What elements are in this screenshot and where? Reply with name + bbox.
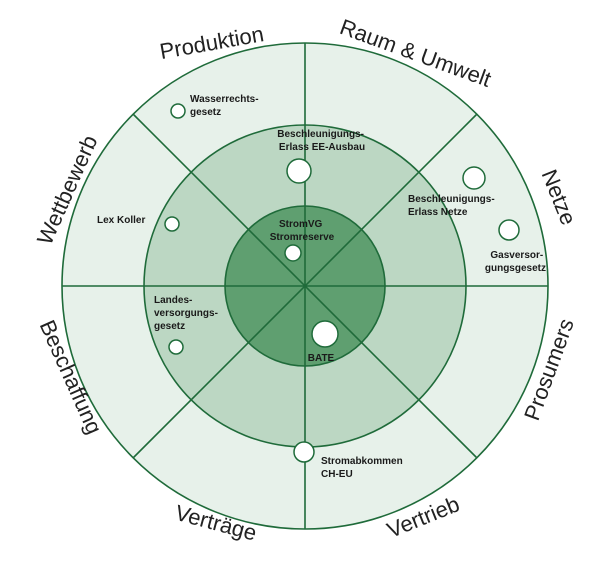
label-lex-koller: Lex Koller: [97, 215, 145, 226]
label-beschleunigungserlass-netze: Beschleunigungs- Erlass Netze: [408, 194, 497, 218]
dot-beschleunigungserlass-netze: [462, 166, 486, 190]
label-wasserrechtsgesetz: Wasserrechts- gesetz: [190, 94, 261, 118]
dot-gasversorgungsgesetz: [498, 219, 520, 241]
dot-beschleunigungserlass-ee: [286, 158, 312, 184]
dot-stromvg: [284, 244, 302, 262]
sector-label-netze: Netze: [537, 166, 582, 229]
dot-bate: [311, 320, 339, 348]
dot-landesversorgungsgesetz: [168, 339, 184, 355]
dot-stromabkommen: [293, 441, 315, 463]
dot-wasserrechtsgesetz: [170, 103, 186, 119]
label-beschleunigungserlass-ee: Beschleunigungs- Erlass EE-Ausbau: [277, 129, 366, 153]
label-gasversorgungsgesetz: Gasversor- gungsgesetz: [485, 250, 546, 274]
dot-lex-koller: [164, 216, 180, 232]
label-bate: BATE: [308, 353, 335, 364]
label-stromvg: StromVG Stromreserve: [270, 219, 335, 243]
divider-diagonal-2: [132, 113, 478, 459]
label-landesversorgungsgesetz: Landes- versorgungs- gesetz: [154, 295, 221, 332]
label-stromabkommen: Stromabkommen CH-EU: [321, 456, 405, 480]
